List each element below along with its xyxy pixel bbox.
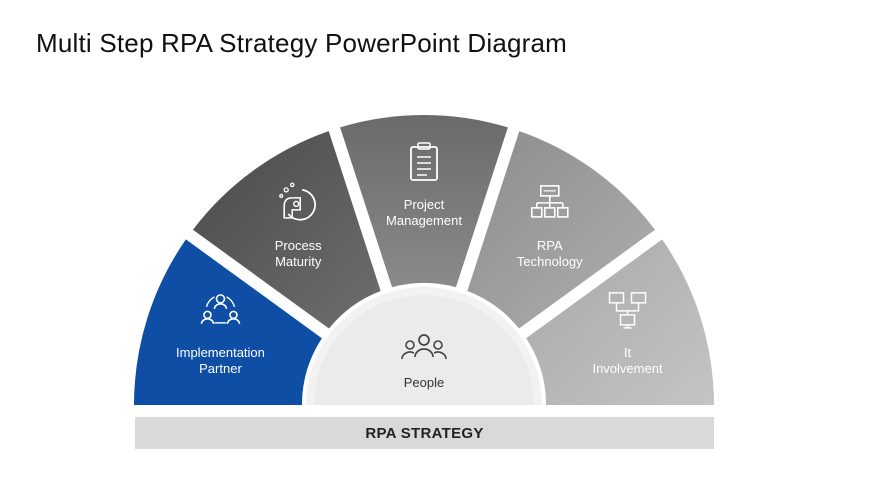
page-title: Multi Step RPA Strategy PowerPoint Diagr… [36, 28, 568, 58]
center-half-disc [314, 295, 534, 405]
segment-label-line: It [624, 345, 632, 360]
segment-project-management [340, 114, 508, 288]
segment-label-line: Implementation [176, 345, 265, 360]
segment-label-line: RPA [537, 238, 563, 253]
segment-label-line: Partner [199, 361, 242, 376]
process-head-icon [279, 182, 316, 221]
org-chart-icon [530, 185, 569, 218]
clipboard-icon [410, 142, 438, 181]
segment-label-line: Management [386, 213, 462, 228]
center-label: People [404, 375, 444, 390]
network-computers-icon [608, 292, 647, 329]
segment-label-line: Involvement [592, 361, 662, 376]
segment-rpa-technology [467, 131, 656, 329]
banner-label: RPA STRATEGY [365, 424, 484, 442]
segment-label-line: Maturity [275, 254, 322, 269]
strategy-banner: RPA STRATEGY [135, 417, 714, 449]
segment-process-maturity [192, 131, 381, 329]
people-icon [401, 334, 447, 360]
team-cycle-icon [200, 294, 241, 325]
segment-label-line: Process [275, 238, 322, 253]
segment-label-line: Technology [517, 254, 583, 269]
segment-label-line: Project [404, 197, 445, 212]
